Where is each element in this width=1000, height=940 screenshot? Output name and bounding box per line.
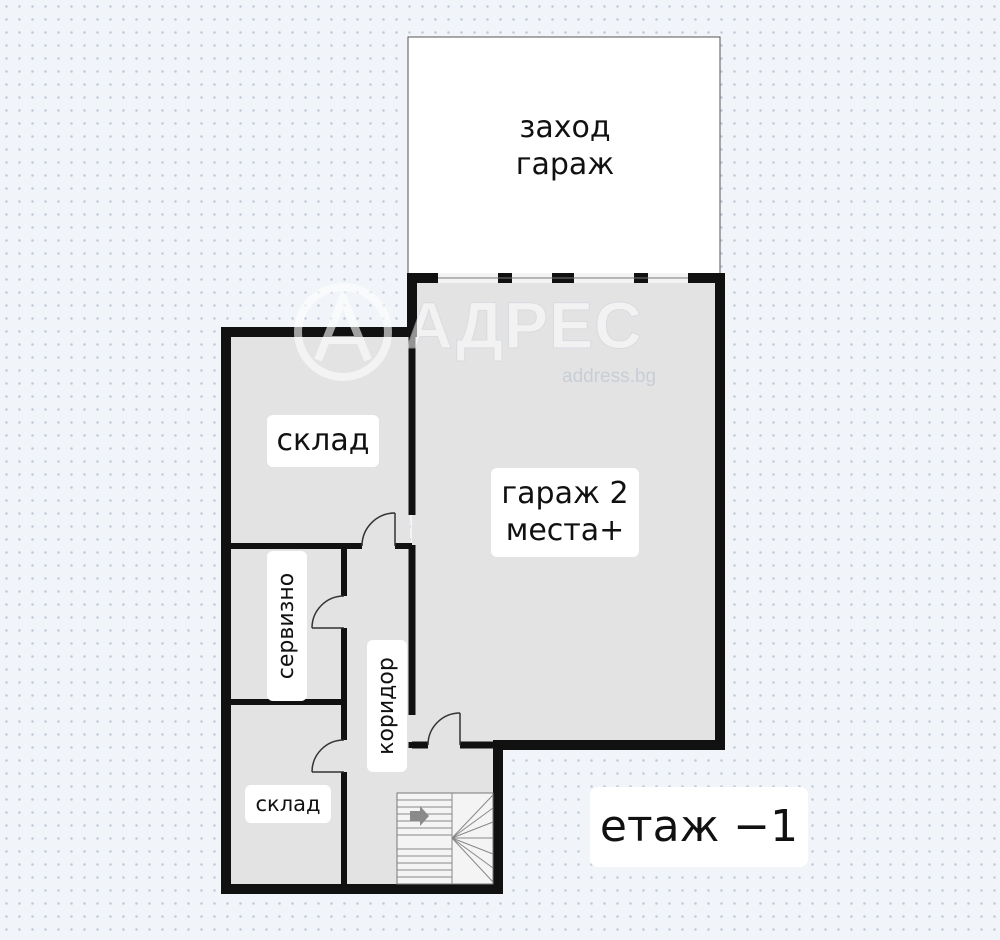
door-garage [427, 712, 461, 746]
corridor-label-text: коридор [374, 657, 399, 755]
storage-top-label-text: склад [276, 423, 370, 458]
watermark-logo [294, 283, 392, 381]
door-swings [311, 512, 461, 773]
service-label-text: сервизно [274, 572, 299, 680]
stair-arrow-icon [410, 806, 429, 826]
floor-label: етаж −1 [590, 787, 808, 867]
interior-walls [228, 278, 498, 889]
watermark-site: address.bg [562, 366, 657, 387]
storage-top-label: склад [267, 415, 379, 467]
entrance-label: заход гараж [475, 110, 655, 183]
entrance-label-line1: заход [519, 110, 611, 145]
door-storage-top [361, 512, 396, 547]
garage-label-line2: места+ [505, 512, 625, 548]
garage-door-opening [438, 273, 688, 283]
watermark-brand: АДРЕС [405, 288, 643, 363]
service-label: сервизно [267, 551, 307, 701]
floor-label-text: етаж −1 [599, 801, 799, 852]
entrance-label-line2: гараж [515, 146, 615, 182]
door-storage-bottom [311, 739, 345, 773]
door-service [311, 595, 345, 629]
garage-label: гараж 2 места+ [491, 468, 639, 558]
storage-bottom-label: склад [245, 785, 331, 823]
storage-bottom-label-text: склад [255, 792, 321, 816]
staircase [396, 792, 494, 885]
entrance-area [407, 36, 721, 275]
corridor-label: коридор [367, 640, 407, 772]
garage-label-line1: гараж 2 [501, 476, 629, 511]
